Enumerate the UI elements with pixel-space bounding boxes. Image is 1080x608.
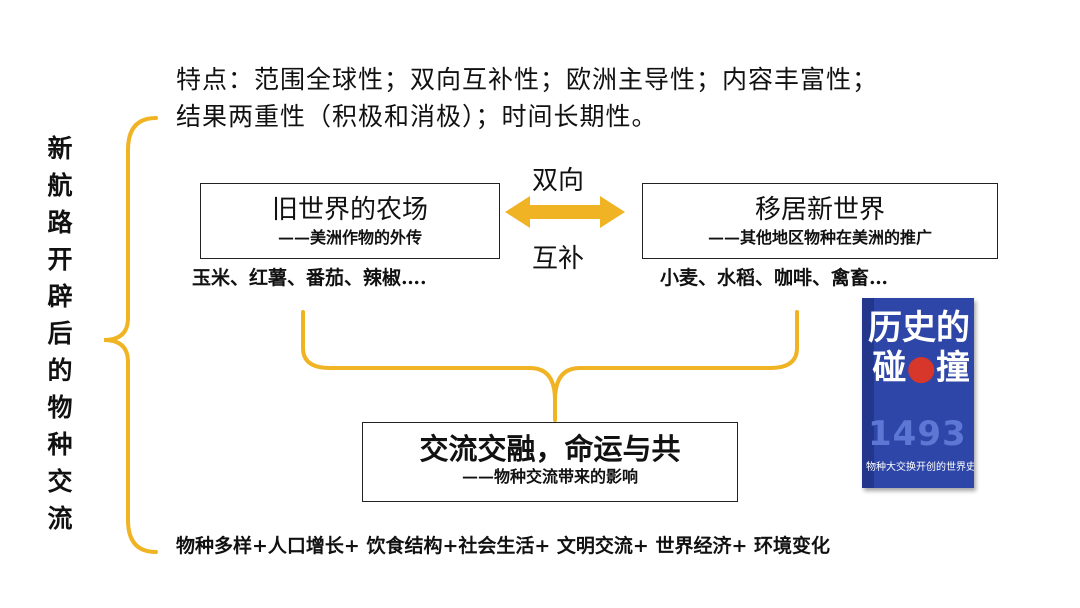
exchange-impact-title: 交流交融，命运与共 [419, 432, 681, 466]
old-world-farm-subtitle: ——美洲作物的外传 [277, 228, 422, 247]
new-world-subtitle: ——其他地区物种在美洲的推广 [707, 228, 932, 247]
new-world-title: 移居新世界 [754, 195, 885, 225]
features-line-1: 特点：范围全球性；双向互补性；欧洲主导性；内容丰富性； [176, 65, 879, 94]
new-world-box: 移居新世界 ——其他地区物种在美洲的推广 [642, 183, 998, 259]
left-curly-bracket [103, 116, 158, 554]
vertical-title: 新 航 路 开 辟 后 的 物 种 交 流 [47, 134, 73, 533]
features-line-2: 结果两重性（积极和消极）；时间长期性。 [176, 102, 658, 131]
americas-crops-list: 玉米、红薯、番茄、辣椒…. [192, 267, 427, 289]
book-cover-image: 历史的 碰●撞 1493 物种大交换开创的世界史 [862, 298, 974, 488]
book-subtitle: 物种大交换开创的世界史 [866, 462, 974, 473]
old-world-farm-title: 旧世界的农场 [271, 195, 428, 225]
book-title: 历史的 碰●撞 [868, 308, 970, 388]
impact-summary-line: 物种多样+人口增长+ 饮食结构+社会生活+ 文明交流+ 世界经济+ 环境变化 [176, 535, 830, 557]
book-number: 1493 [868, 414, 967, 454]
arrow-label-top: 双向 [532, 166, 585, 196]
exchange-impact-subtitle: ——物种交流带来的影响 [461, 467, 638, 486]
bottom-curly-bracket [301, 310, 799, 422]
book-red-emblem: ● [906, 348, 936, 388]
other-species-list: 小麦、水稻、咖啡、禽畜… [660, 267, 889, 289]
old-world-farm-box: 旧世界的农场 ——美洲作物的外传 [200, 183, 500, 259]
book-spine [862, 298, 874, 488]
arrow-label-bottom: 互补 [532, 244, 585, 274]
double-arrow-icon [505, 196, 625, 228]
exchange-impact-box: 交流交融，命运与共 ——物种交流带来的影响 [362, 422, 738, 502]
